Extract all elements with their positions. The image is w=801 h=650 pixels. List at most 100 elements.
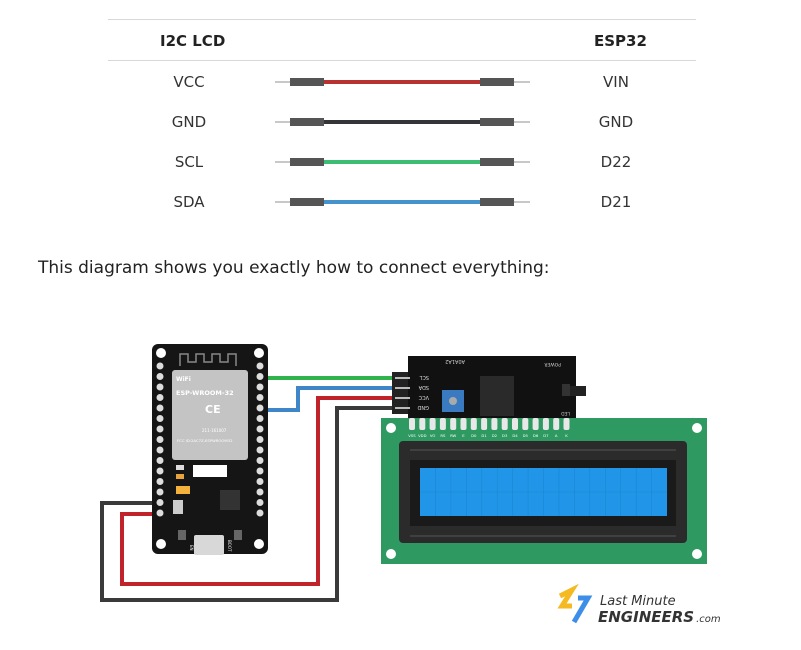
- header-pin: [156, 383, 164, 391]
- lcd-pin-label: D3: [502, 433, 508, 438]
- logo-suffix: .com: [696, 614, 721, 625]
- lcd-pin: [522, 418, 529, 430]
- led-jumper: [562, 384, 570, 396]
- header-pin: [156, 394, 164, 401]
- lcd-pin-label: D1: [481, 433, 487, 438]
- lcd-pin-label: A: [555, 433, 558, 438]
- lcd-pin-label: D2: [492, 433, 498, 438]
- power-label: POWER: [544, 361, 561, 367]
- header-pin: [156, 362, 164, 370]
- header-pin: [256, 404, 264, 412]
- jumper-wire: [275, 198, 530, 206]
- lcd-pin: [409, 418, 415, 430]
- logo-line2: ENGINEERS: [598, 608, 694, 626]
- lcd-pin: [439, 418, 446, 430]
- table-top-border: [108, 19, 696, 20]
- led-label: LED: [561, 410, 570, 416]
- header-pin: [156, 499, 164, 506]
- jumper-wire: [275, 158, 530, 166]
- table-header-border: [108, 60, 696, 61]
- lcd-pin-label: D5: [523, 433, 529, 438]
- row-lcd-pin: GND: [171, 113, 207, 131]
- esp32-board: WiFi ESP-WROOM-32 CE 211-161007 FCC ID:2…: [152, 344, 268, 555]
- header-pin: [256, 394, 264, 401]
- en-label: EN: [189, 545, 194, 551]
- lcd-pin-label: K: [565, 433, 568, 438]
- lcd-pin-label: VSS: [408, 433, 416, 438]
- esp32-right-pins: [256, 362, 264, 517]
- lcd-pin: [491, 418, 498, 430]
- pcf8574-chip: [480, 376, 514, 416]
- header-pin: [156, 488, 164, 496]
- lcd-pin: [470, 418, 477, 430]
- lcd-pin-label: D7: [543, 433, 549, 438]
- micro-usb-port: [194, 535, 224, 555]
- wire-vcc: [120, 396, 395, 586]
- lcd-pin: [429, 418, 436, 430]
- header-pin: [156, 373, 164, 380]
- header-pin: [256, 467, 264, 475]
- ce-mark: CE: [205, 403, 221, 416]
- header-pin: [256, 457, 264, 464]
- i2c-pin-label: VCC: [418, 394, 429, 400]
- logo-line1: Last Minute: [600, 594, 676, 609]
- header-pin: [156, 415, 164, 422]
- lcd-pin-label: VDD: [418, 433, 427, 438]
- header-pin: [156, 467, 164, 475]
- header-pin: [256, 478, 264, 485]
- header-pin: [256, 499, 264, 506]
- lastminuteengineers-logo: Last Minute ENGINEERS .com: [557, 583, 721, 626]
- lcd-pin-label: D6: [533, 433, 539, 438]
- wire-sda: [262, 386, 395, 412]
- header-pin: [156, 404, 164, 412]
- header-pin: [156, 436, 164, 443]
- lcd-pin: [563, 418, 570, 430]
- i2c-pin-label: SCL: [419, 374, 429, 380]
- jumper-wire: [275, 78, 530, 86]
- usb-uart-chip: [220, 490, 240, 510]
- lcd-pin-label: RS: [440, 433, 446, 438]
- header-pin: [256, 425, 264, 433]
- addr-label: A0A1A2: [445, 358, 465, 364]
- intro-text: This diagram shows you exactly how to co…: [38, 258, 550, 278]
- cert-code: 211-161007: [202, 428, 227, 433]
- cp2102-chip: [193, 465, 227, 477]
- row-lcd-pin: VCC: [173, 73, 205, 91]
- header-pin: [156, 446, 164, 454]
- i2c-pin-label: SDA: [418, 384, 429, 390]
- header-pin: [256, 488, 264, 496]
- lcd-pin-label: VO: [430, 433, 436, 438]
- header-pin: [256, 509, 264, 517]
- row-esp-pin: D21: [600, 193, 632, 211]
- lcd-pin: [419, 418, 426, 430]
- header-i2c-lcd: I2C LCD: [160, 32, 226, 50]
- header-pin: [156, 478, 164, 485]
- i2c-backpack: SCL SDA VCC GND A0A1A2 POWER LED: [392, 356, 586, 420]
- header-pin: [256, 373, 264, 380]
- header-pin: [156, 425, 164, 433]
- boot-button[interactable]: [234, 530, 242, 540]
- wire-gnd: [100, 406, 395, 602]
- header-pin: [156, 457, 164, 464]
- lcd-pin-label: E: [462, 433, 465, 438]
- header-pin: [256, 446, 264, 454]
- lcd-pin: [553, 418, 560, 430]
- lcd-pin: [512, 418, 518, 430]
- boot-label: BOOT: [227, 540, 232, 552]
- lcd-pin: [532, 418, 539, 430]
- module-label: ESP-WROOM-32: [176, 389, 234, 397]
- i2c-pin-label: GND: [417, 404, 429, 410]
- header-pin: [256, 436, 264, 443]
- row-lcd-pin: SDA: [173, 193, 205, 211]
- row-lcd-pin: SCL: [174, 153, 204, 171]
- header-pin: [256, 362, 264, 370]
- row-esp-pin: GND: [598, 113, 634, 131]
- lcd-pin: [450, 418, 457, 430]
- lcd-pin-label: RW: [450, 433, 456, 438]
- en-button[interactable]: [178, 530, 186, 540]
- esp-wroom-module: [172, 370, 248, 460]
